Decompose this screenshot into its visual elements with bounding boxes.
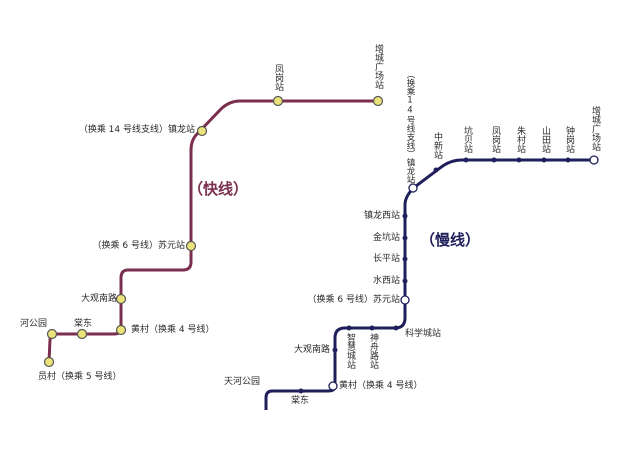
fast-label-hegongyuan: 河公园 bbox=[20, 319, 48, 329]
fast-station-suyuan[interactable] bbox=[185, 240, 197, 252]
slow-station-zhongxin[interactable] bbox=[433, 167, 439, 173]
slow-station-zhihuicheng[interactable] bbox=[346, 325, 352, 331]
fast-label-tangdong: 棠东 bbox=[74, 319, 93, 329]
slow-station-tangdong[interactable] bbox=[298, 388, 304, 394]
slow-label-daguannanlu: 大观南路 bbox=[293, 345, 330, 355]
slow-label-tangdong: 棠东 bbox=[291, 396, 310, 406]
slow-label-tianhegongyuan: 天河公园 bbox=[224, 377, 261, 387]
fast-line-stations bbox=[43, 95, 384, 368]
fast-station-tangdong[interactable] bbox=[76, 328, 88, 340]
slow-label-kexuecheng: 科学城站 bbox=[405, 329, 442, 339]
slow-label-zhucun: 朱村站 bbox=[515, 126, 525, 153]
fast-label-yuancun: 员村（换乘 5 号线） bbox=[38, 372, 122, 382]
fast-line-title: （快线） bbox=[188, 180, 249, 198]
slow-label-shantian: 山田站 bbox=[540, 126, 550, 153]
slow-station-zhucun[interactable] bbox=[516, 157, 522, 163]
slow-label-huangcun: 黄村（换乘 4 号线） bbox=[339, 381, 423, 391]
slow-station-kengbei[interactable] bbox=[463, 157, 469, 163]
fast-station-yuancun[interactable] bbox=[43, 356, 55, 368]
slow-label-shenzhoulu: 神舟路站 bbox=[368, 333, 378, 369]
slow-line-stations bbox=[298, 157, 571, 394]
slow-station-suyuan[interactable] bbox=[400, 295, 410, 305]
fast-station-daguannanlu[interactable] bbox=[115, 293, 127, 305]
fast-station-fenggang[interactable] bbox=[272, 95, 284, 107]
slow-station-zhonggang[interactable] bbox=[565, 157, 571, 163]
slow-station-changping[interactable] bbox=[402, 256, 408, 262]
fast-label-zhenlong: （换乘 14 号线支线）镇龙站 bbox=[78, 125, 195, 135]
slow-station-zengcheng[interactable] bbox=[589, 155, 599, 165]
slow-label-zhenlong: （换乘14号线支线）镇龙站 bbox=[405, 70, 415, 184]
slow-label-zhihuicheng: 智慧城站 bbox=[345, 333, 355, 369]
slow-label-suyuan: （换乘 6 号线）苏元站 bbox=[307, 295, 400, 305]
slow-station-shuixi[interactable] bbox=[402, 278, 408, 284]
fast-station-zengcheng[interactable] bbox=[372, 95, 384, 107]
slow-label-fenggang: 凤岗站 bbox=[490, 126, 500, 153]
slow-label-jinkeng: 金坑站 bbox=[372, 233, 400, 243]
slow-station-zhenlongxi[interactable] bbox=[402, 213, 408, 219]
slow-label-changping: 长平站 bbox=[372, 254, 400, 264]
fast-station-zhenlong[interactable] bbox=[196, 125, 208, 137]
slow-label-shuixi: 水西站 bbox=[372, 276, 400, 286]
slow-line-title: （慢线） bbox=[420, 231, 481, 249]
slow-label-kengbei: 坑贝站 bbox=[462, 126, 472, 153]
fast-label-fenggang: 凤岗站 bbox=[273, 64, 283, 91]
slow-label-zhonggang: 钟岗站 bbox=[564, 126, 574, 153]
slow-line-interchanges bbox=[328, 155, 599, 391]
slow-line-route bbox=[264, 158, 594, 410]
fast-line-route bbox=[47, 99, 378, 363]
slow-station-daguannanlu[interactable] bbox=[332, 347, 338, 353]
slow-label-zhenlongxi: 镇龙西站 bbox=[363, 211, 400, 221]
fast-label-suyuan: （换乘 6 号线）苏元站 bbox=[92, 241, 185, 251]
fast-label-huangcun: 黄村（换乘 4 号线） bbox=[131, 325, 215, 335]
slow-station-jinkeng[interactable] bbox=[402, 235, 408, 241]
slow-station-fenggang[interactable] bbox=[491, 157, 497, 163]
fast-station-hegongyuan[interactable] bbox=[46, 328, 58, 340]
fast-label-zengcheng: 增城广场站 bbox=[373, 44, 383, 89]
fast-station-huangcun[interactable] bbox=[115, 324, 127, 336]
slow-station-zhenlong[interactable] bbox=[408, 183, 418, 193]
fast-label-daguannanlu: 大观南路 bbox=[80, 294, 117, 304]
slow-station-shantian[interactable] bbox=[541, 157, 547, 163]
slow-station-shenzhoulu[interactable] bbox=[369, 325, 375, 331]
slow-label-zengcheng: 增城广场站 bbox=[590, 106, 600, 151]
slow-station-kexuecheng[interactable] bbox=[393, 325, 399, 331]
slow-station-huangcun[interactable] bbox=[328, 381, 338, 391]
slow-label-zhongxin: 中新站 bbox=[432, 132, 442, 159]
